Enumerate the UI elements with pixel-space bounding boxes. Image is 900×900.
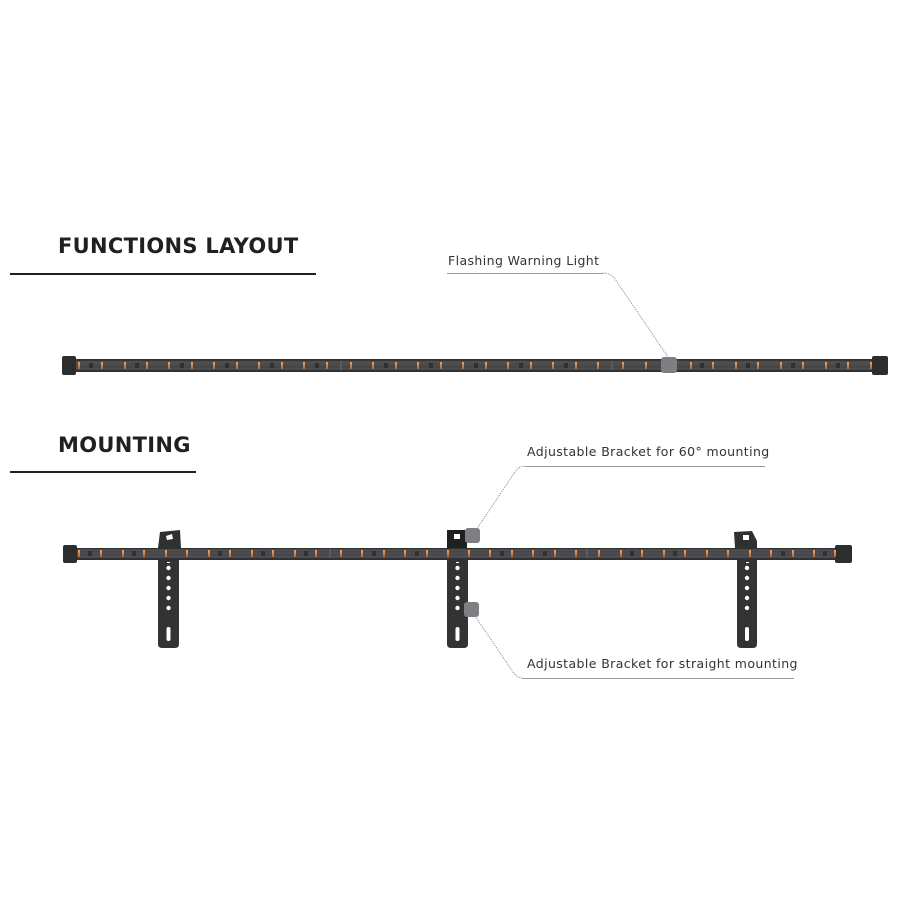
led-row <box>78 362 872 369</box>
callout-label-bracket-60-degree: Adjustable Bracket for 60° mounting <box>527 444 770 459</box>
end-cap-left <box>62 356 76 375</box>
light-bar-functions <box>62 356 888 375</box>
section-divider-mounting <box>10 471 196 473</box>
leader-line-bracket-straight <box>474 615 524 679</box>
callout-underline-bracket-60-degree <box>525 466 765 467</box>
callout-underline-flashing-warning-light <box>447 273 603 274</box>
bracket-60-degree-marker <box>465 528 480 543</box>
leader-line-bracket-60-degree <box>475 465 526 531</box>
bracket-straight-marker <box>464 602 479 617</box>
flashing-warning-light-marker <box>661 357 677 373</box>
bracket-right <box>737 560 757 648</box>
bracket-center <box>447 560 468 648</box>
callout-underline-bracket-straight <box>522 678 794 679</box>
section-divider-functions <box>10 273 316 275</box>
bracket-left <box>158 560 179 648</box>
leader-line-flashing-warning-light <box>602 272 669 358</box>
section-title-mounting: MOUNTING <box>58 433 191 457</box>
section-title-functions-layout: FUNCTIONS LAYOUT <box>58 234 299 258</box>
end-cap-right <box>872 356 888 375</box>
light-bar-mounting <box>63 528 852 648</box>
callout-label-bracket-straight: Adjustable Bracket for straight mounting <box>527 656 798 671</box>
callout-label-flashing-warning-light: Flashing Warning Light <box>448 253 600 268</box>
